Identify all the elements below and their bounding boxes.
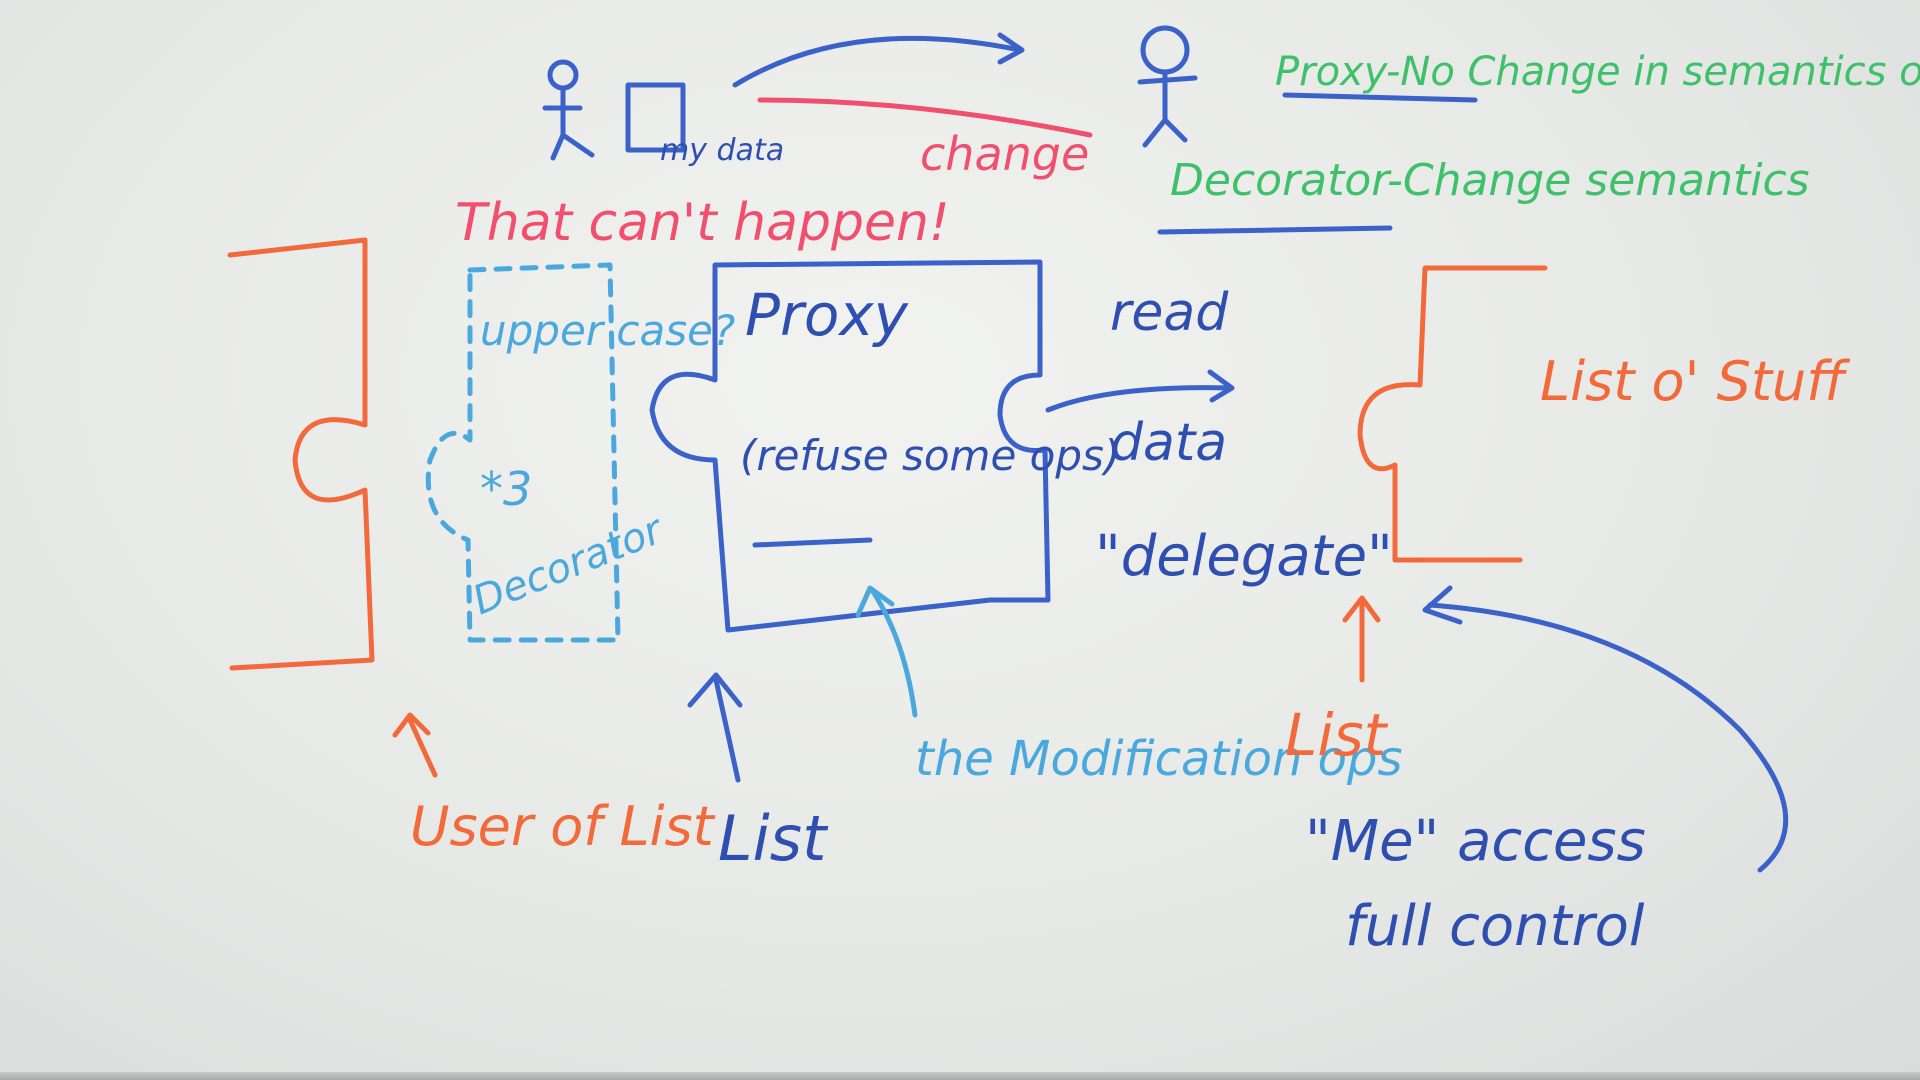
modification-ops-label: the Modification ops	[915, 731, 1402, 787]
decorator-dashed-piece	[425, 262, 621, 643]
handoff-arrowhead	[997, 32, 1025, 65]
change-arc	[757, 97, 1093, 138]
my-data-label: my data	[660, 133, 784, 168]
list-right-label: List	[1285, 701, 1389, 769]
list-right-arrow	[1342, 595, 1381, 683]
proxy-underline	[1282, 92, 1478, 103]
handoff-arrow	[732, 35, 1023, 88]
decorator-underline	[1157, 225, 1393, 235]
read-data-arrowhead	[1207, 369, 1235, 403]
change-label: change	[920, 127, 1089, 181]
decorator-definition: Decorator-Change semantics	[1170, 155, 1810, 206]
list-o-stuff-label: List o' Stuff	[1540, 350, 1850, 413]
times-three-label: *3	[480, 462, 532, 516]
read-label: read	[1110, 283, 1229, 343]
whiteboard-frame	[0, 1072, 1920, 1080]
some-underline	[752, 537, 873, 548]
cant-happen-label: That can't happen!	[455, 193, 950, 253]
decorator-label: Decorator	[467, 506, 672, 624]
full-control-label: full control	[1345, 894, 1645, 959]
refuse-ops-label: (refuse some ops)	[740, 431, 1120, 480]
proxy-title: Proxy	[745, 281, 909, 349]
me-access-arrow	[1427, 602, 1789, 873]
upper-case-label: upper case?	[480, 306, 735, 355]
proxy-definition: Proxy-No Change in semantics or interfac…	[1275, 49, 1920, 95]
list-center-arrow	[687, 672, 743, 783]
delegate-label: "delegate"	[1095, 524, 1393, 589]
user-arrow	[392, 712, 438, 778]
stick-figure-left-icon	[542, 59, 595, 161]
user-puzzle-piece	[227, 237, 375, 671]
modification-arrow	[855, 585, 918, 718]
stick-figure-right-icon	[1137, 25, 1198, 148]
data-box-icon	[625, 82, 686, 153]
read-data-arrow	[1045, 385, 1233, 413]
list-center-label: List	[718, 802, 829, 875]
user-of-list-label: User of List	[410, 795, 716, 858]
me-access-arrowhead	[1422, 585, 1463, 625]
me-access-label: "Me" access	[1305, 809, 1646, 874]
list-puzzle-piece	[1357, 265, 1548, 563]
data-label: data	[1110, 413, 1227, 473]
